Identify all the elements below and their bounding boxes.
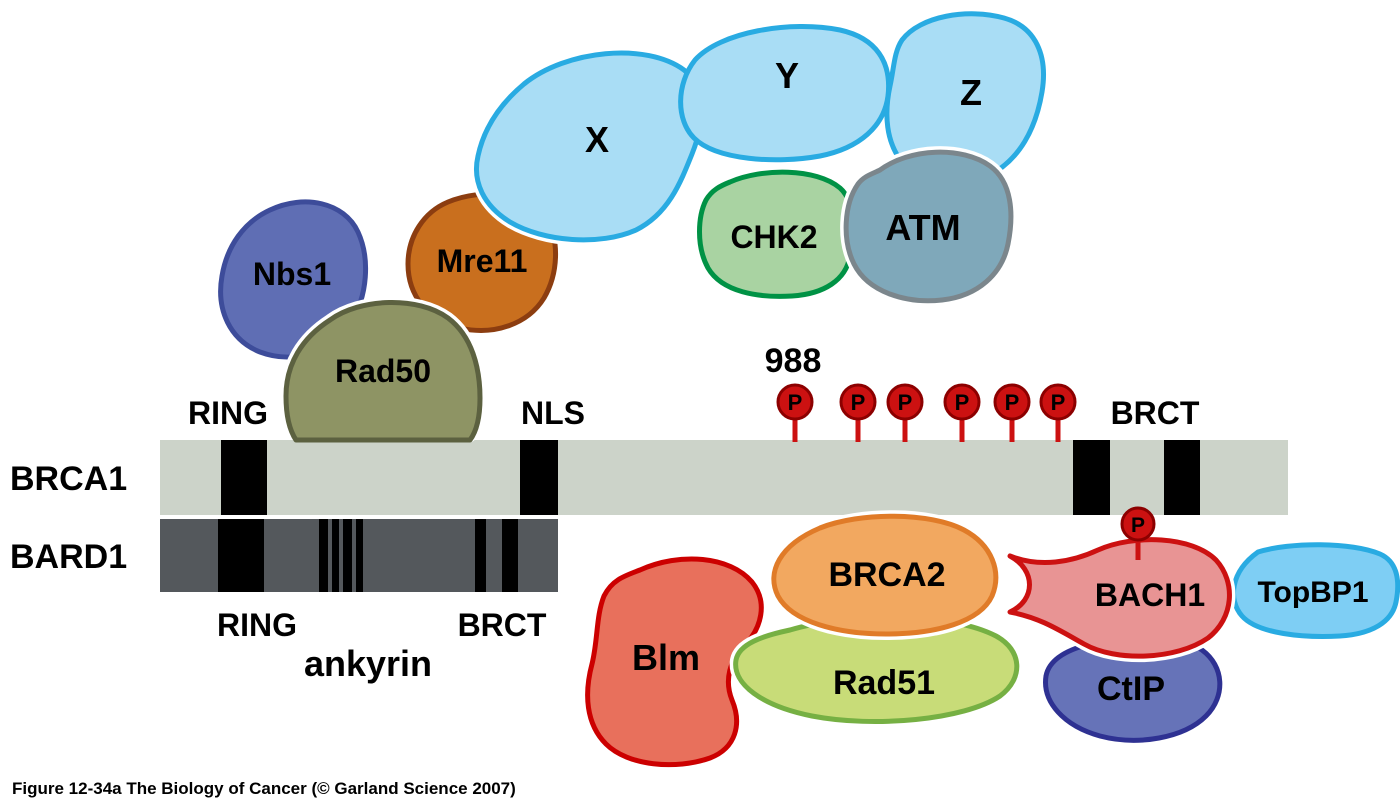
x-shape [474,50,704,243]
phospho-p-label: P [1051,390,1066,415]
mre11-label: Mre11 [437,243,528,279]
bard1-ankyrin-stripe-4 [356,519,363,592]
phospho-head [943,383,981,421]
phospho-head [839,383,877,421]
y-label: Y [775,55,799,96]
bar-annotations: BRCA1 BARD1 RING NLS 988 BRCT RING BRCT … [10,342,1200,684]
phospho-site-1: P [776,383,814,442]
topbp1-label: TopBP1 [1257,576,1368,609]
phospho-p-label: P [851,390,866,415]
mrn-complex: Nbs1 Mre11 Rad50 [218,191,558,443]
checkpoint-kinases: CHK2 ATM [697,146,1017,307]
phospho-site-6: P [1039,383,1077,442]
phospho-p-label: P [898,390,913,415]
x-label: X [585,119,609,160]
phospho-head [776,383,814,421]
phosphorylation-sites: P P P P P P [776,383,1077,442]
ctip-label: CtIP [1097,670,1165,708]
z-label: Z [960,72,982,113]
phospho-head [1039,383,1077,421]
phospho-site-3: P [886,383,924,442]
blm-label: Blm [632,637,700,678]
brca1-brct-label: BRCT [1111,395,1200,431]
bard1-ankyrin-stripe-2 [332,519,339,592]
bard1-bar-label: BARD1 [10,538,127,576]
brca1-bar [160,440,1288,515]
phospho-site-number-label: 988 [765,342,822,380]
phospho-site-2: P [839,383,877,442]
figure-caption: Figure 12-34a The Biology of Cancer (© G… [12,779,516,798]
bard1-brct-domain-block-2 [502,519,518,592]
phospho-head [1120,506,1156,542]
brca1-brct-domain-block-2 [1164,440,1200,515]
bard1-ring-domain-block [218,519,264,592]
brca1-nls-domain-block [520,440,558,515]
brca2-shape [771,513,999,637]
brca1-protein-bar [160,440,1288,515]
rad50-shape [283,300,483,443]
bach1-shape [1007,537,1232,659]
brca1-ring-label: RING [188,395,268,431]
chk2-label: CHK2 [730,219,817,255]
phospho-site-5: P [993,383,1031,442]
phospho-p-label: P [1131,514,1145,537]
bard1-brct-label: BRCT [458,607,547,643]
bard1-protein-bar [160,519,558,592]
blm-shape [585,556,764,768]
bard1-ankyrin-stripe-3 [343,519,352,592]
bach1-phospho-site: P [1120,506,1156,560]
brca1-bar-label: BRCA1 [10,460,127,498]
atm-shape [843,149,1014,304]
bard1-ring-label: RING [217,607,297,643]
atm-label: ATM [885,207,960,248]
chk2-shape [697,169,856,299]
bard1-brct-domain-block-1 [475,519,486,592]
bach1-label: BACH1 [1095,577,1205,613]
phospho-p-label: P [788,390,803,415]
phospho-head [886,383,924,421]
brca1-ring-domain-block [221,440,267,515]
phospho-p-label: P [1005,390,1020,415]
brca1-partner-cluster: P Blm BRCA2 Rad51 BACH1 TopBP1 CtIP [585,506,1400,768]
brca2-label: BRCA2 [828,556,945,594]
y-shape [678,24,892,163]
bard1-ankyrin-label: ankyrin [304,643,432,684]
phospho-p-label: P [955,390,970,415]
topbp1-shape [1231,542,1400,639]
nbs1-label: Nbs1 [253,256,331,292]
phospho-head [993,383,1031,421]
rad50-label: Rad50 [335,353,431,389]
brca1-nls-label: NLS [521,395,585,431]
bard1-ankyrin-stripe-1 [319,519,328,592]
rad51-label: Rad51 [833,664,935,702]
brca1-brct-domain-block-1 [1073,440,1110,515]
phospho-site-4: P [943,383,981,442]
xyz-proteins: X Y Z [470,11,1046,246]
